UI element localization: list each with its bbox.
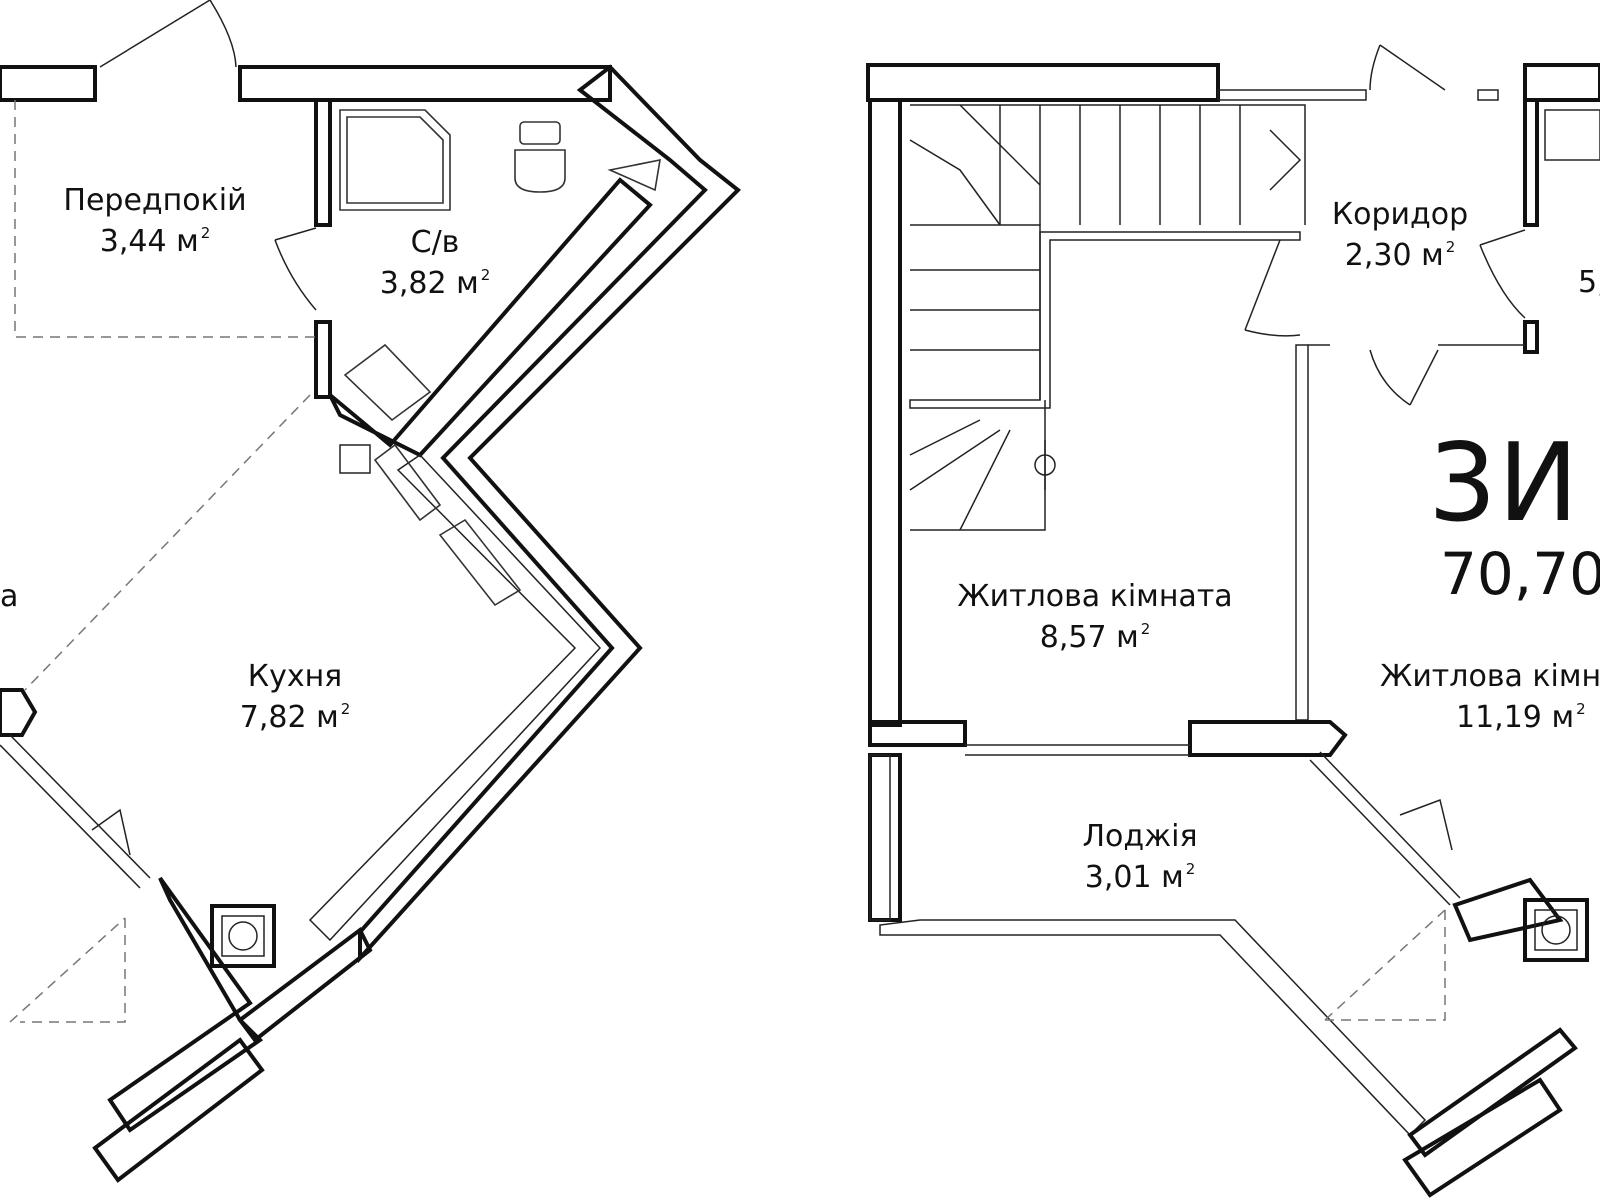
unit-code: 3И xyxy=(1428,421,1580,546)
room-name: С/в xyxy=(410,225,460,260)
unit-total-area: 70,70 xyxy=(1440,540,1600,608)
room-name: Кухня xyxy=(247,659,343,694)
room-name: Коридор xyxy=(1331,197,1469,232)
room-name: Житлова кімн xyxy=(1380,659,1600,694)
room-name: Передпокій xyxy=(63,183,247,218)
room-partial-right: 5, xyxy=(1578,268,1600,298)
staircase xyxy=(909,104,1306,531)
right-level-fixtures xyxy=(869,44,1600,1021)
room-name: Житлова кімната xyxy=(957,579,1233,614)
right-level-walls xyxy=(866,63,1600,1198)
left-level-walls xyxy=(0,64,742,1183)
room-living-left-partial: а xyxy=(0,582,18,612)
room-name: Лоджія xyxy=(1082,819,1198,854)
left-level-fixtures xyxy=(0,0,661,1023)
room-name: а xyxy=(0,579,19,614)
room-area: 5, xyxy=(1578,265,1600,300)
